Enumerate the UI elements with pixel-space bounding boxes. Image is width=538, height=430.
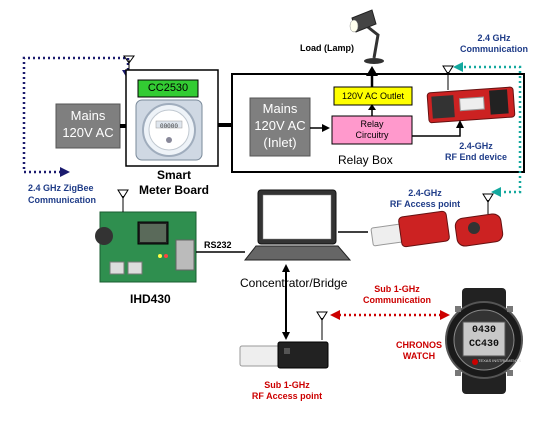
comm-24-top-line1: 2.4 GHz — [446, 33, 538, 44]
zigbee-comm-line1: 2.4 GHz ZigBee — [28, 182, 96, 194]
rf-end-device-label: 2.4-GHz RF End device — [428, 141, 524, 163]
mains-inlet-line3: (Inlet) — [246, 134, 314, 151]
comm-24-top-label: 2.4 GHz Communication — [446, 33, 538, 55]
relay-circuitry-label: Relay Circuitry — [332, 119, 412, 141]
comm-24-top-line2: Communication — [446, 44, 538, 55]
mains-left-line2: 120V AC — [56, 124, 120, 141]
watch-display-line1: 0430 — [463, 324, 505, 338]
ihd430-label: IHD430 — [130, 292, 171, 306]
watch-display: 0430 CC430 — [463, 324, 505, 352]
mains-inlet-line1: Mains — [246, 100, 314, 117]
rf-access-sub1-icon — [240, 342, 328, 368]
sub1-comm-line1: Sub 1-GHz — [352, 284, 442, 295]
sub1-comm-line2: Communication — [352, 295, 442, 306]
chronos-line1: CHRONOS — [386, 340, 452, 351]
link-24-arrow-left — [453, 62, 463, 72]
sub1-access-label: Sub 1-GHz RF Access point — [232, 380, 342, 402]
rs232-label: RS232 — [204, 240, 232, 250]
concentrator-label: Concentrator/Bridge — [240, 276, 347, 290]
rf-access-24-line2: RF Access point — [370, 199, 480, 210]
zigbee-comm-label: 2.4 GHz ZigBee Communication — [28, 182, 96, 206]
cc2530-label: CC2530 — [138, 81, 198, 96]
rf-end-device-line1: 2.4-GHz — [428, 141, 524, 152]
rf-access-24-line1: 2.4-GHz — [370, 188, 480, 199]
rf-access-24-icon — [371, 211, 504, 247]
rf-end-device-line2: RF End device — [428, 152, 524, 163]
mains-inlet-label: Mains 120V AC (Inlet) — [246, 100, 314, 151]
sub1-access-line1: Sub 1-GHz — [232, 380, 342, 391]
lamp-icon — [350, 10, 384, 64]
zigbee-link-arrow — [60, 167, 70, 177]
zigbee-comm-line2: Communication — [28, 194, 96, 206]
rf-access-24-label: 2.4-GHz RF Access point — [370, 188, 480, 210]
chronos-line2: WATCH — [386, 351, 452, 362]
watch-display-line2: CC430 — [463, 338, 505, 352]
rf-end-device-icon — [427, 87, 515, 123]
load-lamp-label: Load (Lamp) — [300, 43, 354, 53]
ac-outlet-label: 120V AC Outlet — [334, 90, 412, 102]
smart-meter-line1: Smart — [126, 168, 222, 183]
relay-circuitry-line1: Relay — [332, 119, 412, 130]
mains-inlet-line2: 120V AC — [246, 117, 314, 134]
sub1-comm-label: Sub 1-GHz Communication — [352, 284, 442, 306]
smart-meter-line2: Meter Board — [126, 183, 222, 198]
mains-left-label: Mains 120V AC — [56, 107, 120, 141]
mains-left-line1: Mains — [56, 107, 120, 124]
relay-circuitry-line2: Circuitry — [332, 130, 412, 141]
chronos-label: CHRONOS WATCH — [386, 340, 452, 362]
laptop-icon — [245, 190, 350, 260]
ihd430-board-icon — [95, 212, 196, 282]
smart-meter-label: Smart Meter Board — [126, 168, 222, 198]
sub1-access-line2: RF Access point — [232, 391, 342, 402]
meter-display: 00000 — [155, 123, 183, 130]
relay-box-label: Relay Box — [338, 153, 393, 167]
ti-logo: TEXAS INSTRUMENTS — [478, 358, 521, 363]
